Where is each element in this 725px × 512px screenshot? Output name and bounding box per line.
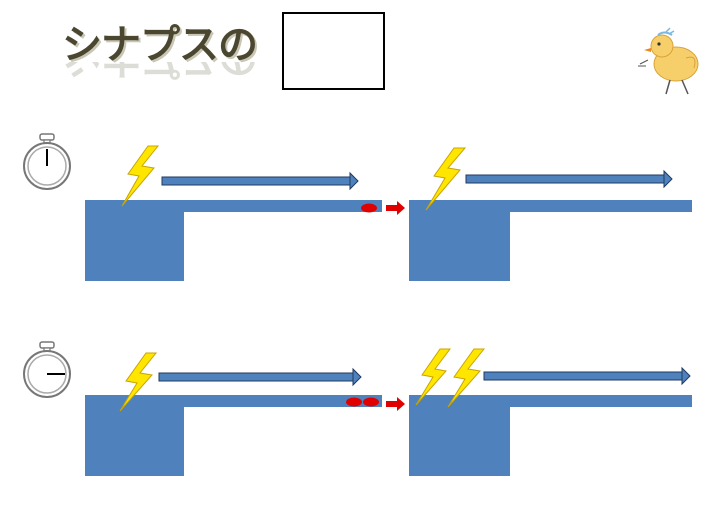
title-reflection: シナプスの — [62, 62, 257, 92]
neurotransmitter-dot — [363, 397, 379, 407]
neuron-panel-pre-2 — [85, 352, 382, 476]
answer-box[interactable] — [282, 12, 385, 90]
signal-arrow — [483, 366, 691, 386]
lightning-icon — [119, 352, 158, 412]
lightning-icon — [425, 147, 467, 211]
neuron-panel-post-2 — [409, 348, 692, 476]
lightning-icon — [121, 145, 160, 207]
page-title: シナプスの — [62, 22, 258, 68]
neuron-panel-post-1 — [409, 147, 692, 281]
transfer-arrow — [386, 397, 405, 411]
signal-arrow — [161, 171, 359, 191]
neurotransmitter-dot — [346, 397, 362, 407]
chick-icon — [638, 27, 699, 95]
signal-arrow — [158, 367, 362, 387]
stopwatch-icon — [23, 341, 71, 398]
lightning-icon — [415, 348, 451, 406]
neuron-panel-pre-1 — [85, 145, 382, 281]
signal-arrow — [465, 169, 673, 189]
stopwatch-icon — [23, 133, 71, 190]
transfer-arrow — [386, 201, 405, 215]
neurotransmitter-dot — [361, 203, 377, 213]
lightning-icon — [447, 348, 486, 408]
